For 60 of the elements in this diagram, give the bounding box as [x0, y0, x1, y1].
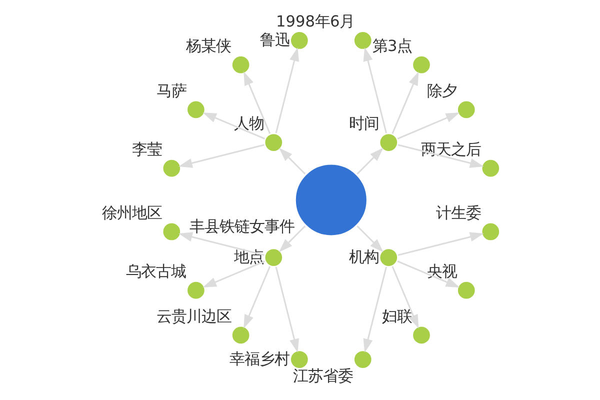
arrow [396, 260, 460, 288]
arrow [356, 148, 383, 174]
node-circle [480, 158, 500, 178]
node-label: 云贵川边区 [156, 307, 232, 326]
node-circle [288, 350, 309, 370]
arrow [178, 232, 264, 256]
arrow [243, 71, 270, 134]
node-circle [161, 158, 182, 178]
node-label: 乌衣古城 [126, 262, 186, 281]
arrow [362, 47, 387, 134]
arrow [274, 266, 299, 353]
arrow [202, 260, 265, 288]
node-label: 李莹 [132, 140, 162, 158]
node-label: 徐州地区 [101, 204, 162, 222]
node-circle [294, 163, 368, 237]
arrow [178, 144, 264, 168]
node-label: 马萨 [156, 82, 186, 100]
node-circle [378, 248, 398, 268]
node-circle [352, 30, 372, 50]
node-label: 妇联 [381, 307, 412, 326]
node-label: 机构 [348, 248, 379, 266]
node-label: 丰县铁链女事件 [189, 217, 294, 236]
node-circle [185, 100, 206, 120]
node-circle [456, 280, 476, 300]
arrow [391, 71, 418, 134]
arrow [362, 266, 387, 353]
arrow [391, 266, 418, 329]
node-label: 江苏省委 [292, 366, 353, 385]
arrow [397, 232, 484, 256]
node-label: 时间 [348, 114, 379, 133]
node-label: 计生委 [435, 204, 480, 222]
node-circle [288, 30, 309, 50]
arrow [396, 112, 460, 140]
node-circle [185, 280, 206, 300]
node-circle [480, 222, 500, 242]
node-label: 杨某侠 [186, 36, 231, 55]
node-label: 第3点 [372, 36, 412, 55]
node-circle [230, 54, 250, 75]
arrow [397, 144, 484, 168]
node-circle [352, 350, 372, 370]
node-label: 幸福乡村 [229, 350, 290, 368]
arrow [243, 266, 270, 329]
node-circle [411, 325, 431, 346]
node-circle [263, 248, 284, 268]
arrow [202, 112, 265, 140]
node-label: 除夕 [426, 82, 456, 100]
node-circle [411, 54, 431, 75]
node-circle [263, 132, 284, 152]
node-label: 人物 [234, 114, 264, 133]
node-circle [456, 100, 476, 120]
node-label: 央视 [426, 262, 456, 281]
arrow [356, 226, 383, 252]
node-circle [378, 132, 398, 152]
node-label: 1998年6月 [275, 12, 354, 31]
node-circle [230, 325, 250, 346]
arrow [278, 148, 306, 174]
arrow [274, 47, 299, 134]
node-circle [161, 222, 182, 242]
node-label: 鲁迅 [259, 31, 290, 50]
arrow [278, 226, 306, 252]
